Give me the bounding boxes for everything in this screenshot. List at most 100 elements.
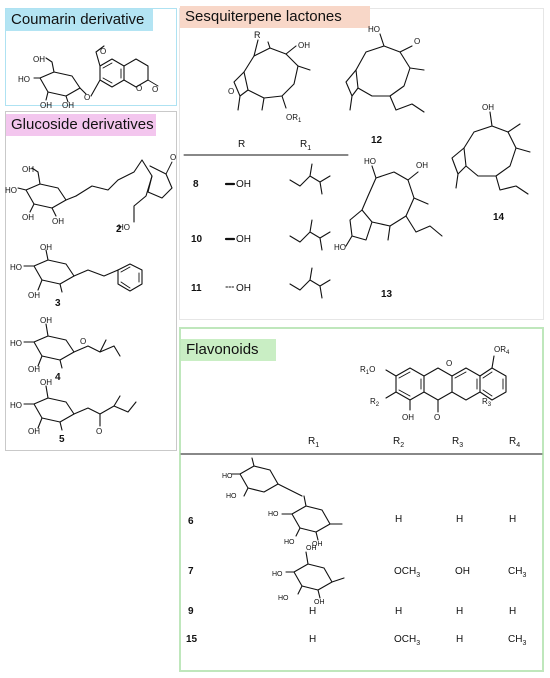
atom-oh: OH (482, 103, 494, 112)
compound-label: 7 (188, 566, 194, 577)
atom-ho: HO (226, 493, 237, 500)
scaffold-ketone-o: O (434, 413, 440, 422)
compound-label: 4 (55, 372, 61, 383)
structure-13: HO OH HO (334, 157, 443, 252)
atom-oh: OH (40, 101, 52, 110)
scaffold-ring-o: O (446, 359, 452, 368)
atom-ho: HO (364, 157, 376, 166)
atom-o: O (228, 87, 234, 96)
atom-oh: OH (314, 599, 325, 606)
atom-ho: HO (5, 186, 17, 195)
compound-label: 14 (493, 212, 505, 223)
atom-ho: HO (10, 339, 22, 348)
glucoside-3-structure: OH HO OH (10, 243, 143, 300)
scaffold-r3-label: R3 (482, 397, 492, 408)
compound-label: 8 (193, 179, 199, 190)
flavone-scaffold: OR4 R1O R2 R3 OH O O (360, 345, 510, 422)
coumarin-pyranone (123, 58, 149, 88)
atom-oh: OH (22, 165, 34, 174)
glucoside-5-structure: OH HO OH O (10, 378, 137, 436)
compound-label: 3 (55, 298, 61, 309)
atom-ho: HO (368, 25, 380, 34)
atom-oh: OH (40, 316, 52, 325)
compound-7-sugar: OH HO HO OH (272, 545, 345, 606)
r2-value: H (395, 514, 403, 525)
glucoside-4-structure: OH HO OH O (10, 316, 121, 374)
scaffold-or4-label: OR4 (494, 345, 510, 356)
column-header-r1: R1 (308, 436, 320, 449)
sesquiterpene-scaffold: R OH OR1 O (228, 30, 311, 124)
atom-o: O (96, 427, 102, 436)
glucoside-2-structure: OH HO OH OH O HO (5, 153, 176, 232)
atom-o: O (414, 37, 420, 46)
r3-value: H (456, 514, 464, 525)
r-value: OH (236, 234, 251, 245)
column-header-r2: R2 (393, 436, 405, 449)
compound-label: 9 (188, 606, 194, 617)
column-header-r: R (238, 139, 246, 150)
atom-o: O (80, 337, 86, 346)
glucoside-title: Glucoside derivatives (6, 114, 156, 136)
atom-ho: HO (334, 243, 346, 252)
column-header-r1: R1 (300, 139, 312, 152)
glucoside-panel (5, 111, 177, 451)
flavonoids-panel (179, 327, 544, 672)
coumarin-substituents (90, 45, 105, 97)
r1-sidechains (289, 163, 331, 299)
compound-label: 6 (188, 516, 194, 527)
coumarin-glucose-ring (39, 71, 81, 97)
atom-o: O (136, 84, 142, 93)
compound-label: 10 (191, 234, 203, 245)
atom-ho: HO (18, 75, 30, 84)
r4-value: CH3 (508, 634, 527, 647)
structure-14: OH (451, 103, 531, 195)
scaffold-r2-label: R2 (370, 397, 380, 408)
atom-oh: OH (306, 545, 317, 552)
atom-oh: OH (52, 217, 64, 226)
atom-ho: HO (268, 511, 279, 518)
sesquiterpene-title: Sesquiterpene lactones (180, 6, 370, 28)
r-value: OH (236, 283, 251, 294)
r1-value: H (309, 634, 317, 645)
atom-oh: OH (40, 243, 52, 252)
r1-value: H (309, 606, 317, 617)
atom-oh: OH (28, 427, 40, 436)
scaffold-r-label: R (254, 30, 261, 40)
coumarin-title: Coumarin derivative (6, 9, 153, 31)
r-hydroxyl-bonds (224, 182, 236, 288)
coumarin-carbonyl (147, 79, 159, 87)
r-value: OH (236, 179, 251, 190)
scaffold-oh-label: OH (402, 413, 414, 422)
atom-ho: HO (222, 473, 233, 480)
scaffold-r1o-label: R1O (360, 365, 375, 376)
r3-value: OH (455, 566, 470, 577)
r2-value: OCH3 (394, 566, 421, 579)
atom-oh: OH (28, 291, 40, 300)
flavonoids-title: Flavonoids (181, 339, 276, 361)
coumarin-panel (5, 8, 177, 106)
compound-label: 5 (59, 434, 65, 445)
compound-label: 11 (191, 283, 202, 294)
atom-ho: HO (278, 595, 289, 602)
atom-ho: HO (284, 539, 295, 546)
compound-label: 2 (116, 224, 122, 235)
atom-o: O (100, 47, 106, 56)
compound-label: 12 (371, 135, 383, 146)
atom-o: O (152, 85, 158, 94)
r4-value: H (509, 514, 517, 525)
atom-ho: HO (10, 401, 22, 410)
structure-12: HO O (345, 25, 425, 113)
atom-oh: OH (33, 55, 45, 64)
atom-ho: HO (272, 571, 283, 578)
column-header-r3: R3 (452, 436, 464, 449)
atom-oh: OH (28, 365, 40, 374)
r2-value: H (395, 606, 403, 617)
compound-6-sugar: HO HO HO HO OH (222, 457, 343, 548)
r4-value: CH3 (508, 566, 527, 579)
compound-label: 15 (186, 634, 198, 645)
atom-ho: HO (118, 223, 130, 232)
atom-oh: OH (22, 213, 34, 222)
coumarin-benzene-inner (102, 62, 122, 84)
coumarin-glucose-bonds (33, 57, 87, 103)
